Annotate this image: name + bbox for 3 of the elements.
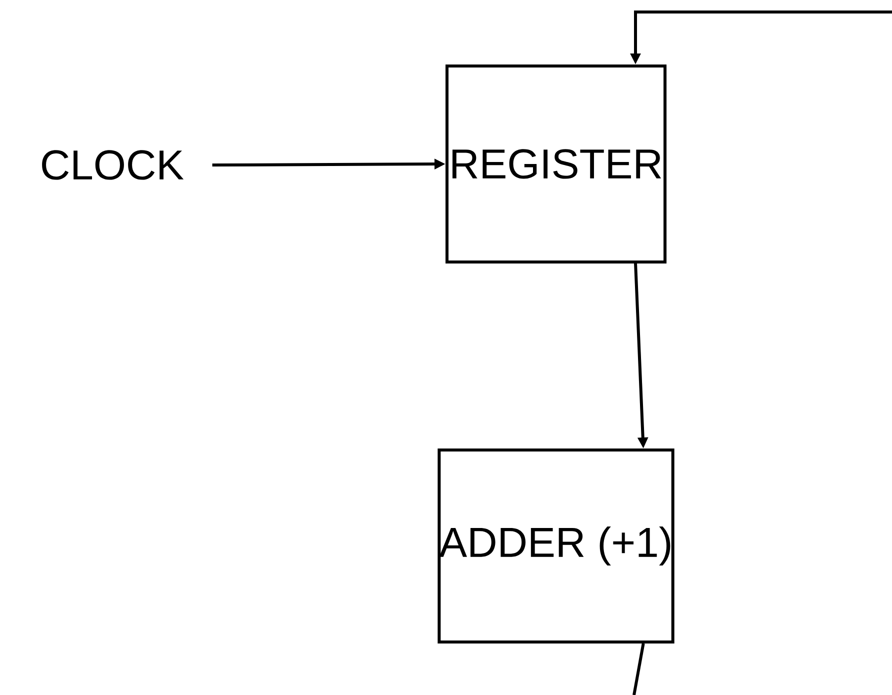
process-box: REGISTER: [446, 64, 666, 264]
process-box: ADDER (+1): [438, 448, 674, 644]
signal-label: CLOCK: [42, 150, 184, 180]
